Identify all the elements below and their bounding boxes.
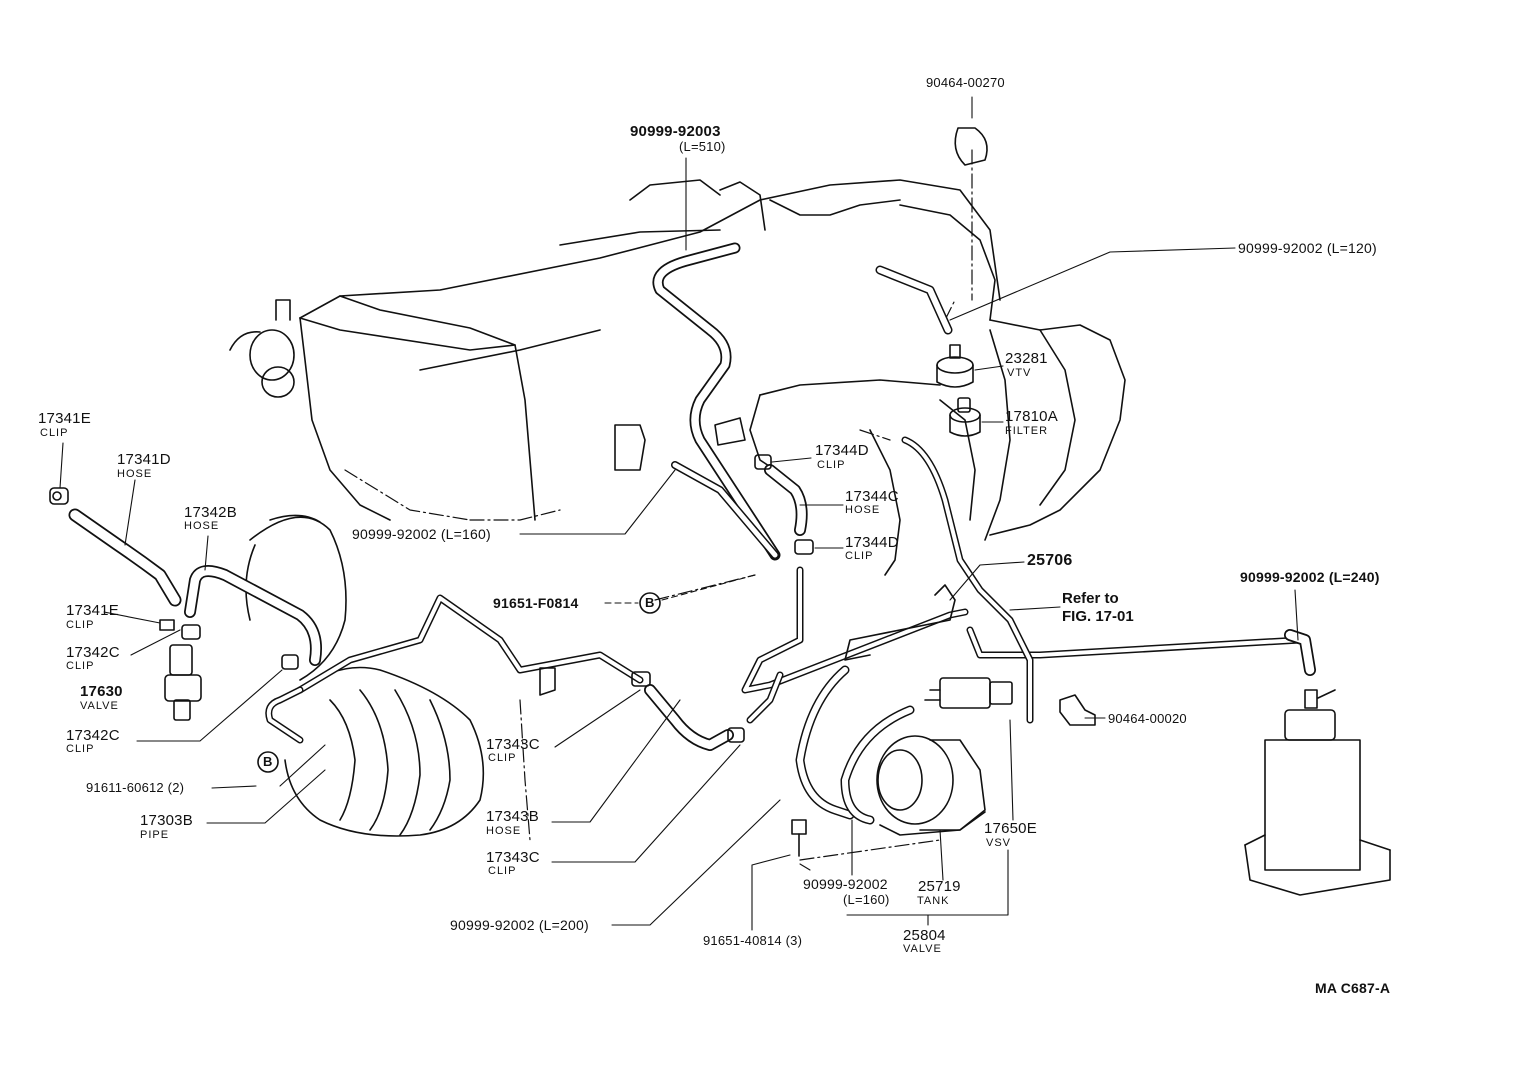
label-90999-92003: 90999-92003	[630, 123, 721, 140]
label-17630: 17630	[80, 683, 123, 700]
label-17341e-top: 17341E	[38, 410, 91, 427]
label-25719: 25719	[918, 878, 961, 895]
label-17344c: 17344C	[845, 488, 899, 505]
label-17342c-a: 17342C	[66, 644, 120, 661]
label-90999-92002-l200: 90999-92002 (L=200)	[450, 917, 589, 933]
engine-block-outline	[229, 179, 1126, 576]
label-17344d-top-clip: CLIP	[817, 459, 846, 471]
leader-lines	[59, 96, 1299, 931]
label-91651-40814: 91651-40814 (3)	[703, 933, 803, 948]
label-25706: 25706	[1027, 552, 1073, 569]
transmission-housing	[245, 514, 485, 837]
label-17810a-filter: FILTER	[1005, 425, 1049, 437]
label-fig-17-01: FIG. 17-01	[1062, 608, 1134, 625]
label-90999-92002-l120: 90999-92002 (L=120)	[1238, 240, 1377, 256]
centerlines	[344, 149, 973, 861]
label-17343b-hose: HOSE	[486, 825, 522, 837]
label-17342c-a-clip: CLIP	[66, 660, 95, 672]
label-17341e-mid: 17341E	[66, 602, 119, 619]
label-17342c-b: 17342C	[66, 727, 120, 744]
label-17341e-top-clip: CLIP	[40, 427, 69, 439]
label-90999-92002-l160-lower: 90999-92002	[803, 876, 888, 892]
label-90999-92002-l160-lower-length: (L=160)	[843, 892, 890, 907]
label-17343c-a-clip: CLIP	[488, 752, 517, 764]
label-90999-92002-l160-upper: 90999-92002 (L=160)	[352, 526, 491, 542]
label-17343c-b: 17343C	[486, 849, 540, 866]
label-17341e-mid-clip: CLIP	[66, 619, 95, 631]
label-refer-to: Refer to	[1062, 590, 1119, 607]
circle-b-lower-letter: B	[263, 754, 273, 769]
components	[49, 127, 1391, 896]
label-17343c-a: 17343C	[486, 736, 540, 753]
label-90999-92003-length: (L=510)	[679, 139, 726, 154]
label-17342b-hose: HOSE	[184, 520, 220, 532]
label-17343b: 17343B	[486, 808, 539, 825]
drawing-code: MA C687-A	[1315, 980, 1391, 996]
label-17630-valve: VALVE	[80, 700, 119, 712]
label-90464-00020: 90464-00020	[1108, 711, 1187, 726]
label-25804: 25804	[903, 927, 946, 944]
label-23281-vtv: VTV	[1007, 367, 1032, 379]
label-17343c-b-clip: CLIP	[488, 865, 517, 877]
label-25804-valve: VALVE	[903, 943, 942, 955]
label-91611-60612: 91611-60612 (2)	[86, 780, 185, 795]
label-17650e: 17650E	[984, 820, 1037, 837]
label-17342c-b-clip: CLIP	[66, 743, 95, 755]
label-17344d-bottom: 17344D	[845, 534, 899, 551]
label-17650e-vsv: VSV	[986, 837, 1012, 849]
label-17303b-pipe: PIPE	[140, 829, 170, 841]
label-17810a: 17810A	[1005, 408, 1058, 425]
label-17344d-bottom-clip: CLIP	[845, 550, 874, 562]
label-17344c-hose: HOSE	[845, 504, 881, 516]
label-23281: 23281	[1005, 350, 1048, 367]
circle-b-upper-letter: B	[645, 595, 655, 610]
label-90464-00270: 90464-00270	[926, 75, 1005, 90]
label-17341d-hose: HOSE	[117, 468, 153, 480]
label-90999-92002-l240: 90999-92002 (L=240)	[1240, 569, 1380, 585]
label-17303b: 17303B	[140, 812, 193, 829]
label-25719-tank: TANK	[917, 895, 950, 907]
label-17344d-top: 17344D	[815, 442, 869, 459]
label-17341d: 17341D	[117, 451, 171, 468]
label-17342b: 17342B	[184, 504, 237, 521]
label-91651-f0814: 91651-F0814	[493, 595, 579, 611]
